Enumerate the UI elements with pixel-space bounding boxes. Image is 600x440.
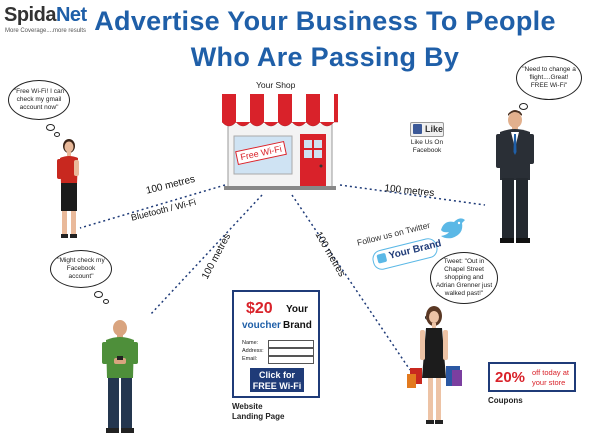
free-wifi-button[interactable]: Click for FREE Wi-Fi [250, 368, 304, 392]
landing-brand: Brand [283, 320, 312, 331]
line-to-shopper [291, 194, 411, 371]
bubble-dot [46, 124, 55, 131]
thumbs-up-icon [413, 124, 422, 134]
spidanet-logo: SpidaNet [4, 4, 87, 27]
thought-bubble-woman-right: Tweet: "Out in Chapel Street shopping an… [430, 252, 498, 304]
landing-your: Your [286, 304, 309, 315]
button-line2: FREE Wi-Fi [252, 380, 302, 391]
landing-caption: Website Landing Page [232, 402, 284, 423]
shopping-bag-purple [452, 370, 462, 386]
coupon-percent: 20% [495, 369, 526, 386]
coupon-card[interactable]: 20% off today at your store [488, 362, 576, 392]
name-field[interactable] [268, 340, 314, 348]
logo-text-part1: Spida [4, 4, 56, 26]
woman-with-phone-figure [57, 139, 79, 238]
man-with-phone-figure [102, 320, 138, 433]
facebook-caption: Like Us On Facebook [410, 139, 444, 155]
line-to-man [339, 184, 486, 206]
line-to-woman [79, 184, 226, 229]
logo-text-part2: Net [55, 4, 87, 26]
address-field-label: Address: [242, 348, 264, 354]
email-field[interactable] [268, 356, 314, 364]
woman-shopper-figure [407, 306, 462, 424]
name-field-label: Name: [242, 340, 259, 346]
coupon-caption: Coupons [488, 396, 523, 405]
landing-caption-line1: Website [232, 402, 263, 411]
thought-bubble-man-right: "Need to change a flight....Great! FREE … [516, 56, 582, 100]
like-label: Like [425, 124, 444, 134]
twitter-bird-icon [441, 218, 465, 239]
shopping-bag-orange [407, 374, 416, 388]
landing-price: $20 [246, 300, 273, 317]
logo-tagline: More Coverage....more results [5, 28, 87, 34]
landing-page-card: $20 Your voucher Brand Name: Address: Em… [232, 290, 320, 398]
shop-label: Your Shop [256, 80, 296, 90]
bubble-dot [519, 103, 528, 110]
coupon-line1: off today at [532, 368, 569, 377]
landing-voucher: voucher [242, 320, 281, 331]
email-field-label: Email: [242, 356, 258, 362]
bubble-dot [103, 299, 109, 304]
button-line1: Click for [258, 370, 295, 380]
line-to-phone-man [149, 194, 263, 316]
thought-bubble-woman-top: "Free Wi-Fi! I can check my gmail accoun… [8, 80, 70, 120]
businessman-figure [496, 110, 534, 243]
facebook-like-button[interactable]: Like [410, 122, 444, 137]
headline-line1: Advertise Your Business To People [94, 6, 556, 36]
address-field[interactable] [268, 348, 314, 356]
bubble-dot [54, 132, 60, 137]
headline-line2: Who Are Passing By [190, 42, 460, 72]
coupon-line2: your store [532, 378, 566, 387]
twitter-t-icon [376, 252, 388, 264]
bubble-dot [94, 291, 103, 298]
thought-bubble-man-left: "Might check my Facebook account" [50, 250, 112, 288]
landing-caption-line2: Landing Page [232, 412, 285, 422]
